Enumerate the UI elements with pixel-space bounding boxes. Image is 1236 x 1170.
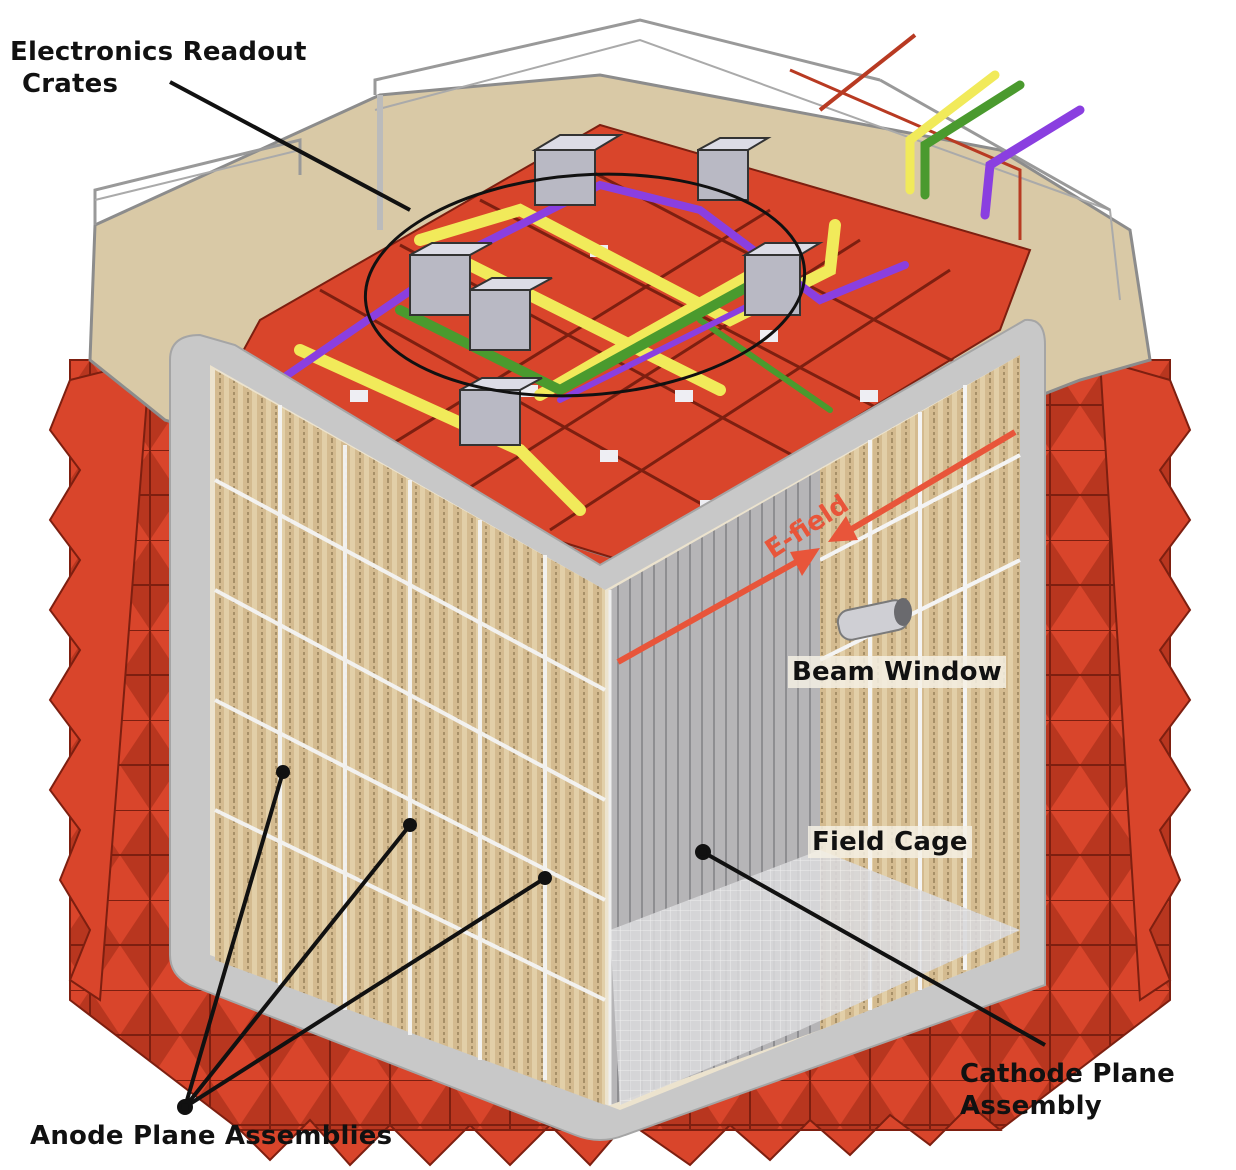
electronics-crates (409, 134, 824, 446)
label-electronics-line2: Crates (22, 69, 119, 99)
deck-pipes (276, 180, 909, 516)
beam-window-icon (836, 598, 912, 641)
crates-highlight-ellipse (363, 172, 807, 398)
crate-4 (469, 277, 553, 351)
leader-lines (169, 80, 1046, 1115)
label-cathode-plane-assembly: Cathode Plane Assembly (960, 1058, 1175, 1122)
label-cathode-line2: Assembly (960, 1091, 1102, 1121)
label-electronics-line1: Electronics Readout (10, 37, 307, 67)
crate-3 (409, 242, 493, 316)
label-anode-plane-assemblies: Anode Plane Assemblies (30, 1121, 393, 1151)
anode-plane-right (819, 355, 1021, 1030)
label-electronics-readout-crates: Electronics Readout Crates (10, 36, 307, 100)
label-beam-window: Beam Window (788, 656, 1006, 688)
anode-plane-left (214, 370, 606, 1105)
label-field-cage: Field Cage (808, 826, 972, 858)
cathode-plane (608, 470, 1020, 1105)
external-pipes (905, 70, 1085, 220)
crate-5 (741, 242, 824, 316)
label-cathode-line1: Cathode Plane (960, 1059, 1175, 1089)
e-field-arrows (616, 429, 1017, 665)
